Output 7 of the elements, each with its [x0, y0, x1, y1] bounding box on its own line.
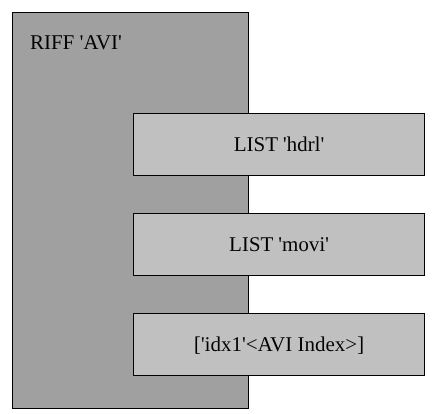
chunk-label: LIST 'hdrl' [234, 132, 324, 157]
chunk-label: LIST 'movi' [229, 232, 329, 257]
chunk-box [133, 313, 425, 376]
chunk-box [133, 213, 425, 276]
chunk-label: ['idx1'<AVI Index>] [194, 332, 364, 357]
container-label: RIFF 'AVI' [30, 30, 122, 55]
chunk-box [133, 113, 425, 176]
